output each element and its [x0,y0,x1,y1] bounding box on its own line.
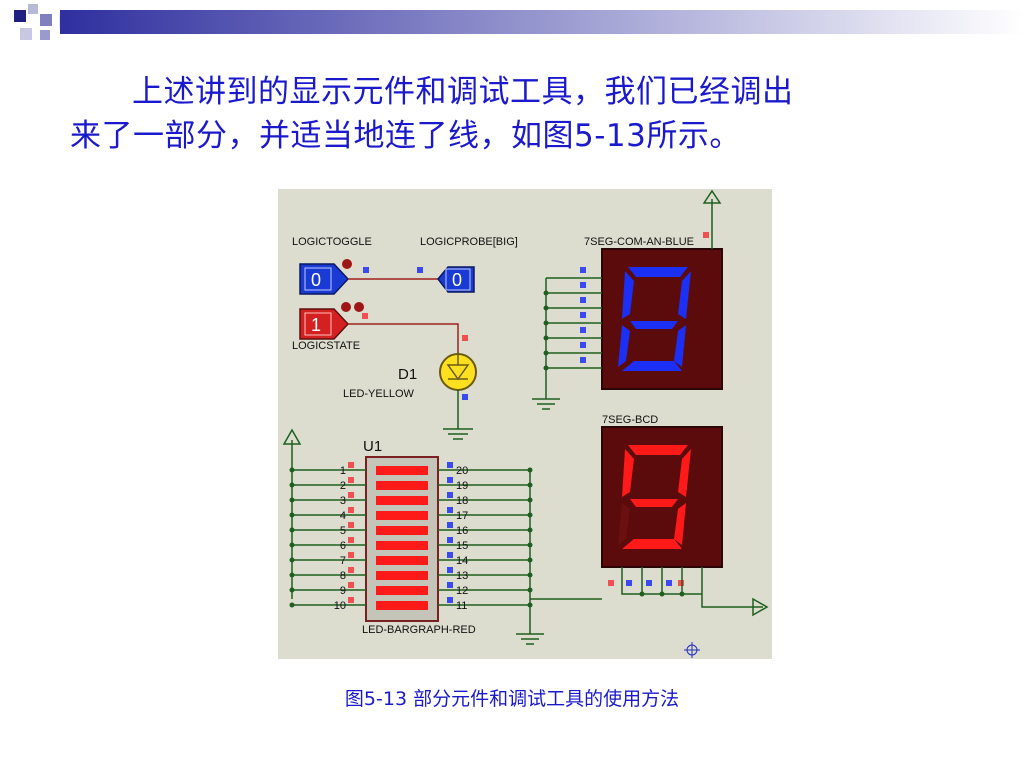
right-pin-number: 15 [456,540,468,552]
left-pin-marker [348,597,354,603]
left-pin-number: 5 [340,525,346,537]
right-pin-marker [447,537,453,543]
crosshair-icon [684,642,700,658]
title-decoration-bar [0,0,1024,46]
right-pin-marker [447,522,453,528]
paragraph-line-1: 上述讲到的显示元件和调试工具，我们已经调出 [132,74,794,110]
left-pin-number: 4 [340,510,346,522]
right-pin-marker [447,462,453,468]
right-pin-number: 12 [456,585,468,597]
toggle-value: 0 [311,270,321,290]
figure-caption: 图5-13 部分元件和调试工具的使用方法 [344,688,680,710]
right-pin-marker [447,552,453,558]
logic-toggle[interactable]: 0 [299,259,352,295]
left-pin-marker [348,462,354,468]
left-pin-marker [348,582,354,588]
left-pin-marker [348,507,354,513]
seg-blue-label: 7SEG-COM-AN-BLUE [584,236,694,248]
state-button-icon[interactable] [341,302,351,312]
bargraph-segment [376,571,428,580]
logicprobe-label: LOGICPROBE[BIG] [420,236,518,248]
bargraph-bars [376,466,428,610]
right-pin-number: 18 [456,495,468,507]
left-pin-number: 10 [334,600,346,612]
left-pin-marker [348,537,354,543]
seven-seg-blue-display [601,248,723,390]
left-junction [289,602,295,608]
left-pin-number: 6 [340,540,346,552]
left-pin-number: 3 [340,495,346,507]
bargraph-segment [376,601,428,610]
right-pin-number: 20 [456,465,468,477]
logic-probe: 0 [437,266,475,293]
bargraph-left-pins: 1 2 3 4 5 6 7 8 9 10 [289,462,366,612]
bargraph-segment [376,466,428,475]
logicstate-label: LOGICSTATE [292,340,360,352]
body-paragraph: 上述讲到的显示元件和调试工具，我们已经调出 来了一部分，并适当地连了线，如图5-… [70,70,970,158]
right-pin-number: 13 [456,570,468,582]
seg-bcd-label: 7SEG-BCD [602,414,658,426]
bargraph-segment [376,496,428,505]
bargraph-segment [376,541,428,550]
right-pin-number: 14 [456,555,468,567]
right-pin-marker [447,582,453,588]
circuit-svg: LOGICTOGGLE LOGICPROBE[BIG] 7SEG-COM-AN-… [278,189,772,659]
right-pin-marker [447,597,453,603]
paragraph-line-2: 来了一部分，并适当地连了线，如图5-13所示。 [70,118,741,154]
right-pin-number: 19 [456,480,468,492]
left-pin-marker [348,552,354,558]
led-yellow-label: LED-YELLOW [343,388,415,400]
bargraph-label: LED-BARGRAPH-RED [362,624,476,636]
right-pin-number: 11 [456,600,467,612]
decoration-graphic [0,0,1024,40]
left-pin-marker [348,522,354,528]
bargraph-segment [376,511,428,520]
probe-value: 0 [452,270,462,290]
d1-label: D1 [398,366,417,383]
u1-label: U1 [363,438,382,455]
right-pin-marker [447,507,453,513]
circuit-diagram: LOGICTOGGLE LOGICPROBE[BIG] 7SEG-COM-AN-… [278,189,772,659]
left-pin-marker [348,567,354,573]
bargraph-segment [376,481,428,490]
state-value: 1 [311,315,321,335]
left-pin-number: 1 [340,465,346,477]
left-pin-marker [348,492,354,498]
right-pin-marker [447,567,453,573]
left-pin-number: 9 [340,585,346,597]
logic-state[interactable]: 1 [299,302,364,340]
left-pin-marker [348,477,354,483]
toggle-button-icon[interactable] [342,259,352,269]
left-pin-number: 2 [340,480,346,492]
right-pin-number: 16 [456,525,468,537]
right-pin-marker [447,477,453,483]
left-pin-number: 8 [340,570,346,582]
bargraph-segment [376,526,428,535]
bargraph-right-pins: 20 19 18 17 16 15 14 13 12 11 [438,462,533,612]
left-pin-number: 7 [340,555,346,567]
bargraph-segment [376,586,428,595]
seven-seg-bcd-display [601,426,723,568]
state-button-icon-2[interactable] [354,302,364,312]
right-pin-number: 17 [456,510,468,522]
bargraph-segment [376,556,428,565]
right-pin-marker [447,492,453,498]
logictoggle-label: LOGICTOGGLE [292,236,372,248]
